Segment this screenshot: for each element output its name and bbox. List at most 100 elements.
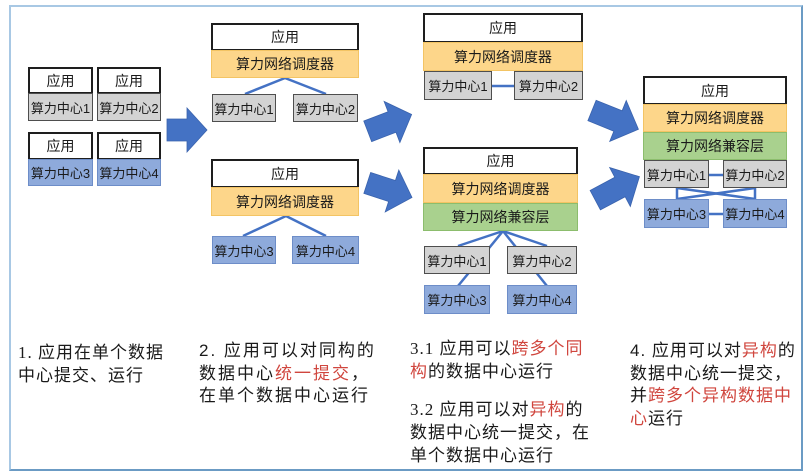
- caption-line: 心运行: [630, 408, 796, 431]
- compatibility-layer-label: 算力网络兼容层: [451, 209, 550, 225]
- caption-line: 数据中心统一提交，在: [410, 421, 590, 444]
- scheduler-box: 算力网络调度器: [211, 50, 359, 78]
- caption-text: ，: [351, 363, 370, 383]
- compatibility-layer-box: 算力网络兼容层: [643, 132, 787, 160]
- connector-line: [284, 76, 327, 96]
- compute-center-box: 算力中心3: [644, 199, 709, 228]
- compute-center-box: 算力中心2: [514, 71, 583, 100]
- caption-text: 并: [630, 386, 648, 405]
- app-label: 应用: [271, 165, 299, 182]
- caption-text: 的: [777, 341, 796, 360]
- compatibility-layer-box: 算力网络兼容层: [423, 203, 578, 231]
- caption-text: 数据中心统一提交，在: [410, 423, 590, 442]
- compute-center-box: 算力中心4: [292, 236, 359, 264]
- caption-line: 4. 应用可以对异构的: [630, 340, 796, 363]
- caption-stage-1: 1. 应用在单个数据 中心提交、运行: [18, 341, 164, 387]
- arrow-right-icon: [166, 106, 208, 154]
- caption-text: 2. 应用可以对同构的: [199, 341, 376, 360]
- connector-line: [676, 186, 756, 201]
- app-box: 应用: [423, 147, 578, 175]
- app-label: 应用: [701, 82, 729, 99]
- compute-center-box: 算力中心4: [97, 159, 161, 186]
- app-label: 应用: [489, 20, 517, 36]
- compute-center-box: 算力中心1: [424, 71, 492, 100]
- caption-line: 3.2 应用可以对异构的: [410, 398, 590, 421]
- compute-center-label: 算力中心3: [646, 207, 707, 222]
- caption-line: 2. 应用可以对同构的: [199, 340, 376, 363]
- compute-center-box: 算力中心3: [212, 236, 276, 264]
- app-box: 应用: [211, 23, 359, 51]
- figure-frame: [9, 5, 803, 471]
- app-label: 应用: [46, 72, 75, 89]
- caption-text: 3.2 应用可以对: [410, 400, 530, 419]
- compute-center-label: 算力中心2: [518, 79, 579, 94]
- caption-text: 4. 应用可以对: [630, 341, 742, 360]
- app-label: 应用: [115, 138, 143, 154]
- scheduler-box: 算力网络调度器: [643, 104, 787, 132]
- compute-center-box: 算力中心4: [723, 199, 787, 228]
- connector-line: [502, 229, 548, 248]
- connector-line: [457, 229, 504, 248]
- compute-center-box: 算力中心2: [293, 94, 358, 122]
- app-box: 应用: [643, 76, 787, 105]
- caption-highlight: 跨多个同: [511, 339, 584, 358]
- scheduler-box: 算力网络调度器: [423, 174, 578, 203]
- app-box: 应用: [211, 159, 359, 188]
- connector-line: [285, 214, 327, 238]
- caption-highlight: 异构: [741, 341, 778, 360]
- app-label: 应用: [271, 29, 299, 45]
- compute-center-label: 算力中心3: [427, 293, 487, 308]
- caption-text: 运行: [648, 408, 684, 428]
- scheduler-label: 算力网络调度器: [236, 193, 334, 210]
- caption-highlight: 统一提交: [275, 363, 351, 383]
- arrow-down-right-icon: [587, 99, 639, 143]
- arrow-down-right-icon: [363, 169, 413, 213]
- compute-center-label: 算力中心1: [646, 167, 707, 183]
- arrow-up-right-icon: [363, 100, 413, 144]
- arrow-up-right-icon: [589, 166, 640, 211]
- caption-line: 在单个数据中心运行: [199, 385, 376, 408]
- app-label: 应用: [46, 138, 75, 154]
- compute-center-box: 算力中心1: [212, 94, 276, 122]
- caption-stage-3-2: 3.2 应用可以对异构的 数据中心统一提交，在 单个数据中心运行: [410, 398, 590, 467]
- compute-center-label: 算力中心1: [214, 101, 274, 117]
- compute-center-label: 算力中心2: [295, 101, 356, 117]
- compute-center-label: 算力中心2: [725, 167, 785, 183]
- caption-text: 单个数据中心运行: [410, 446, 554, 465]
- caption-line: 3.1 应用可以跨多个同: [410, 338, 584, 361]
- caption-stage-3-1: 3.1 应用可以跨多个同 构的数据中心运行: [410, 338, 584, 383]
- caption-highlight: 心: [630, 408, 648, 428]
- scheduler-label: 算力网络调度器: [666, 110, 764, 126]
- caption-text: 1. 应用在单个数据: [18, 343, 164, 362]
- connector-line: [242, 214, 287, 238]
- caption-line: 单个数据中心运行: [410, 444, 590, 467]
- scheduler-label: 算力网络调度器: [454, 48, 552, 65]
- app-box: 应用: [423, 13, 583, 43]
- app-box: 应用: [97, 132, 161, 160]
- compute-center-box: 算力中心1: [644, 160, 709, 188]
- caption-stage-2: 2. 应用可以对同构的 数据中心统一提交， 在单个数据中心运行: [199, 340, 376, 408]
- caption-line: 构的数据中心运行: [410, 361, 584, 384]
- caption-text: 的: [565, 400, 584, 419]
- compute-center-label: 算力中心4: [295, 243, 356, 259]
- compute-center-label: 算力中心2: [99, 100, 159, 116]
- caption-text: 中心提交、运行: [18, 366, 144, 385]
- scheduler-box: 算力网络调度器: [423, 42, 583, 71]
- caption-highlight: 异构: [529, 400, 566, 419]
- caption-text: 的数据中心运行: [428, 361, 554, 381]
- compute-center-box: 算力中心2: [507, 246, 577, 274]
- app-box: 应用: [28, 132, 93, 160]
- compute-center-box: 算力中心1: [424, 246, 490, 274]
- app-box: 应用: [28, 67, 93, 94]
- app-label: 应用: [486, 153, 515, 169]
- compute-center-label: 算力中心1: [30, 100, 91, 116]
- app-label: 应用: [115, 72, 143, 89]
- compute-center-label: 算力中心2: [512, 253, 572, 269]
- compute-center-box: 算力中心2: [723, 160, 787, 188]
- compute-center-label: 算力中心3: [30, 166, 91, 181]
- caption-stage-4: 4. 应用可以对异构的 数据中心统一提交， 并跨多个异构数据中 心运行: [630, 340, 796, 430]
- caption-highlight: 构: [410, 361, 428, 381]
- scheduler-box: 算力网络调度器: [211, 187, 359, 216]
- caption-line: 中心提交、运行: [18, 364, 164, 387]
